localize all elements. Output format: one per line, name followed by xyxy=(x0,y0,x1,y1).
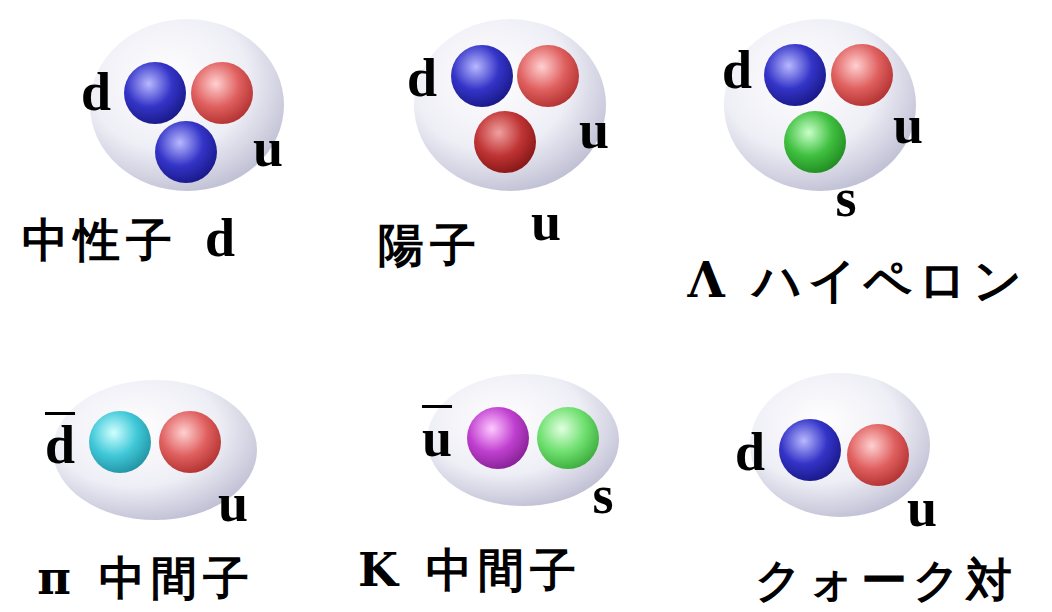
particle-name: Λ ハイペロン xyxy=(688,256,1029,304)
hadron-illustration xyxy=(414,19,606,191)
quark-label: u xyxy=(907,481,937,535)
quark-ball xyxy=(155,121,217,183)
quark-ball xyxy=(451,45,513,107)
hadron-ellipse: du陽子u xyxy=(414,19,606,191)
quark-label: u xyxy=(893,98,923,152)
quark-label: u xyxy=(579,103,609,157)
quark-ball xyxy=(784,111,846,173)
hadron-ellipse: duπ 中間子 xyxy=(53,380,257,520)
particle-name: 陽子 xyxy=(378,222,482,268)
quark-ball xyxy=(764,44,826,106)
quark-ball xyxy=(467,407,529,469)
hadron-outline xyxy=(427,374,619,506)
quark-label: u xyxy=(218,476,248,530)
quark-label: s xyxy=(835,171,856,225)
hadron-outline xyxy=(724,19,916,191)
quark-label: d xyxy=(407,51,437,105)
quark-ball xyxy=(474,111,536,173)
hadron-outline xyxy=(90,19,284,191)
quark-ball xyxy=(124,62,186,124)
quark-label: s xyxy=(592,468,613,522)
quark-ball xyxy=(779,419,841,481)
hadron-ellipse: usK 中間子 xyxy=(427,374,619,506)
hadron-ellipse: duクォーク対 xyxy=(750,373,930,517)
hadron-outline xyxy=(414,19,606,191)
particle-name: π 中間子 xyxy=(37,555,255,601)
hadron-illustration xyxy=(724,19,916,191)
quark-ball xyxy=(831,44,893,106)
hadron-illustration xyxy=(427,374,619,506)
particle-name: 中性子 xyxy=(22,217,178,263)
quark-ball xyxy=(89,411,151,473)
hadron-outline xyxy=(750,373,930,517)
quark-label: u xyxy=(531,195,561,249)
quark-ball xyxy=(191,62,253,124)
quark-label: d xyxy=(735,425,765,479)
hadron-ellipse: du中性子d xyxy=(90,19,284,191)
quark-ball xyxy=(537,407,599,469)
particle-name: クォーク対 xyxy=(755,557,1018,603)
particle-name: K 中間子 xyxy=(358,547,582,593)
hadron-illustration xyxy=(750,373,930,517)
quark-ball xyxy=(847,424,909,486)
quark-ball xyxy=(159,411,221,473)
quark-ball xyxy=(517,45,579,107)
quark-label: d xyxy=(205,211,235,265)
quark-label: d xyxy=(81,65,111,119)
quark-label: u xyxy=(422,411,452,465)
quark-label: u xyxy=(253,121,283,175)
quark-label: d xyxy=(45,418,75,472)
quark-label: d xyxy=(722,43,752,97)
hadron-ellipse: dusΛ ハイペロン xyxy=(724,19,916,191)
